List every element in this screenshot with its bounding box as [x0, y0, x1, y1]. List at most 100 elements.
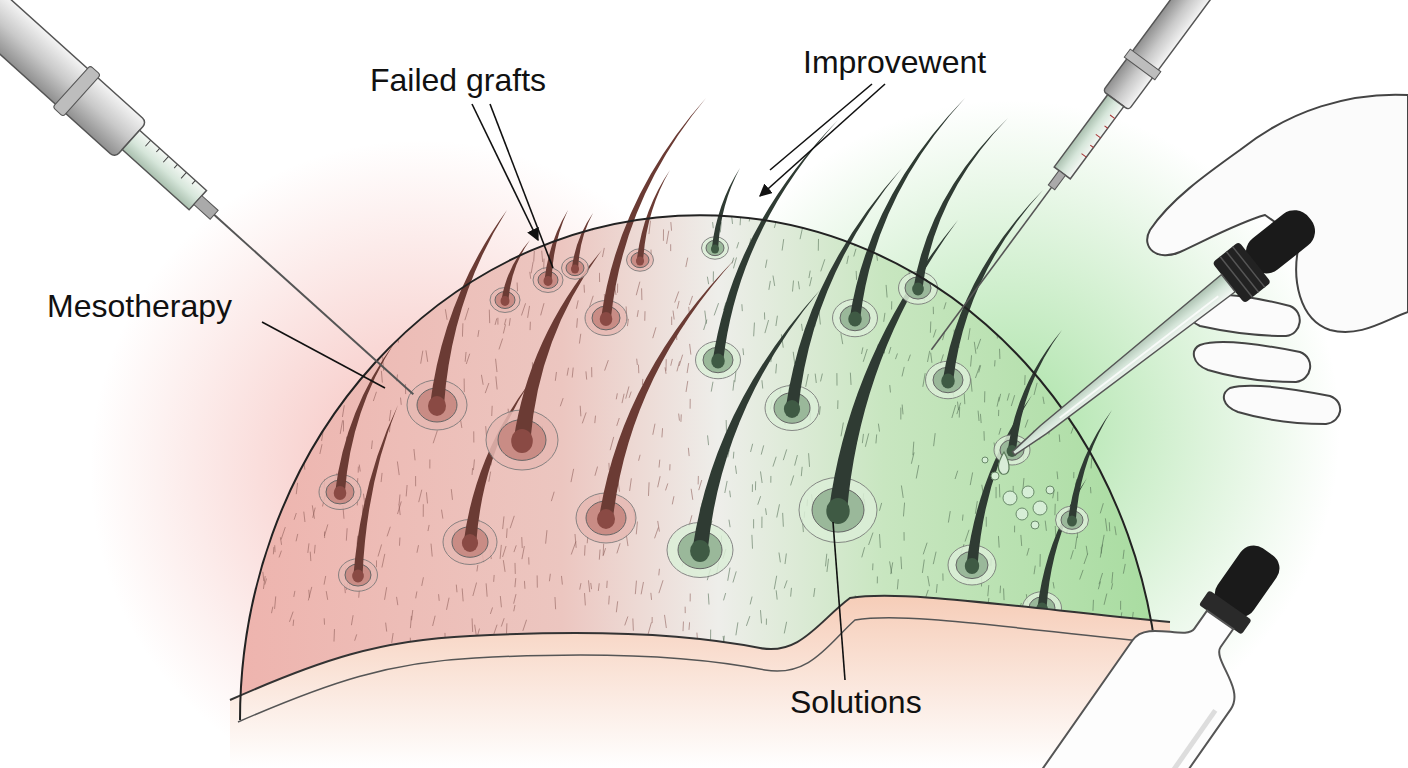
stubble-hair: [378, 255, 379, 263]
stubble-hair: [386, 623, 387, 632]
stubble-hair: [971, 208, 973, 222]
stubble-hair: [373, 302, 375, 310]
stubble-hair: [746, 616, 749, 626]
stubble-hair: [1148, 251, 1149, 258]
stubble-hair: [671, 359, 673, 366]
stubble-hair: [313, 424, 314, 432]
stubble-hair: [296, 483, 297, 494]
syringe-barrel: [1054, 95, 1124, 179]
stubble-hair: [476, 565, 478, 571]
stubble-hair: [1139, 374, 1140, 382]
stubble-hair: [1027, 548, 1029, 556]
stubble-hair: [500, 545, 501, 559]
stubble-hair: [555, 372, 556, 381]
stubble-hair: [465, 308, 469, 320]
stubble-hair: [750, 597, 752, 605]
stubble-hair: [897, 579, 899, 589]
stubble-hair: [1135, 404, 1138, 416]
stubble-hair: [841, 333, 843, 344]
stubble-hair: [1144, 367, 1145, 375]
stubble-hair: [688, 622, 690, 630]
stubble-hair: [342, 405, 344, 417]
stubble-hair: [877, 576, 878, 583]
stubble-hair: [934, 433, 936, 446]
hair-follicle: [486, 250, 602, 470]
stubble-hair: [710, 630, 711, 641]
stubble-hair: [1069, 282, 1071, 296]
stubble-hair: [499, 339, 503, 350]
stubble-hair: [490, 607, 492, 614]
hair-shaft: [786, 168, 902, 408]
stubble-hair: [445, 208, 446, 222]
stubble-hair: [309, 420, 310, 426]
stubble-hair: [424, 302, 426, 314]
stubble-hair: [293, 221, 294, 231]
stubble-hair: [514, 578, 516, 587]
stubble-hair: [809, 271, 810, 278]
stubble-hair: [673, 311, 674, 320]
stubble-hair: [1115, 526, 1116, 535]
stubble-hair: [1070, 223, 1072, 236]
stubble-hair: [1104, 594, 1107, 605]
leader-line: [490, 104, 553, 268]
hair-shaft: [335, 342, 395, 492]
stubble-hair: [588, 580, 589, 592]
stubble-hair: [1133, 474, 1134, 481]
stubble-hair: [392, 633, 393, 643]
hair-bulb: [544, 276, 553, 286]
stubble-hair: [289, 612, 293, 622]
stubble-hair: [1018, 302, 1019, 309]
stubble-hair: [663, 229, 664, 240]
stubble-hair: [776, 590, 777, 599]
stubble-hair: [478, 330, 479, 337]
hair-shaft: [1037, 478, 1087, 608]
stubble-hair: [465, 352, 467, 362]
stubble-hair: [766, 619, 767, 625]
stubble-hair: [610, 437, 614, 450]
stubble-hair: [401, 219, 403, 228]
stubble-hair: [774, 576, 776, 590]
stubble-hair: [422, 577, 424, 586]
stubble-hair: [503, 546, 506, 557]
stubble-hair: [1045, 521, 1046, 531]
stubble-hair: [358, 467, 359, 473]
stubble-hair: [785, 553, 786, 564]
stubble-hair: [417, 545, 419, 553]
stubble-hair: [473, 583, 477, 596]
stubble-hair: [965, 530, 969, 542]
stubble-hair: [304, 332, 305, 345]
stubble-hair: [399, 266, 401, 273]
stubble-hair: [808, 206, 810, 218]
stubble-hair: [649, 221, 651, 234]
stubble-hair: [448, 240, 449, 248]
stubble-hair: [876, 255, 878, 261]
stubble-hair: [396, 319, 397, 325]
stubble-hair: [760, 610, 761, 623]
stubble-hair: [675, 291, 679, 302]
hair-shaft: [601, 98, 706, 318]
hair-bulb: [597, 509, 615, 529]
stubble-hair: [330, 260, 331, 269]
stubble-hair: [299, 204, 302, 215]
stubble-hair: [933, 307, 934, 314]
stubble-hair: [1119, 304, 1123, 314]
stubble-hair: [1119, 202, 1120, 213]
stubble-hair: [740, 218, 741, 225]
stubble-hair: [489, 472, 491, 482]
stubble-hair: [921, 206, 923, 219]
stubble-hair: [489, 310, 490, 323]
stubble-hair: [629, 392, 631, 398]
stubble-hair: [462, 588, 464, 601]
stubble-hair: [500, 596, 501, 607]
hair-bulb: [462, 534, 478, 552]
hair-shaft: [637, 170, 670, 260]
stubble-hair: [729, 491, 731, 498]
stubble-hair: [385, 587, 387, 600]
stubble-hair: [406, 485, 408, 496]
stubble-hair: [1039, 554, 1040, 567]
stubble-hair: [462, 323, 464, 336]
stubble-hair: [980, 414, 982, 423]
stubble-hair: [1123, 550, 1124, 559]
